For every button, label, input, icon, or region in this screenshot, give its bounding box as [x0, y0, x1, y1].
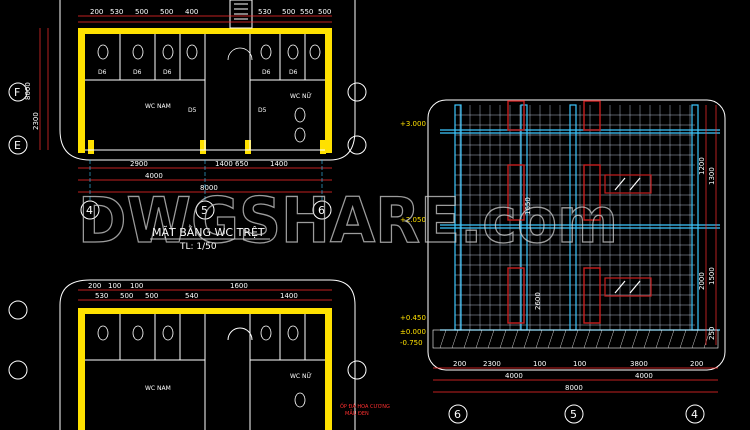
- material-note: ỐP ĐÁ HOA CƯƠNG: [340, 402, 390, 410]
- stall-tag: D6: [163, 69, 172, 76]
- svg-text:-0.750: -0.750: [400, 339, 423, 347]
- grid-label: 5: [570, 408, 577, 421]
- grid-bubbles-top: 4 5 6 F E: [8, 82, 367, 220]
- stall-tag: D6: [133, 69, 142, 76]
- plan-scale: TL: 1/50: [179, 242, 217, 252]
- plan-title: MẶT BẰNG WC TRỆT: [152, 225, 265, 239]
- svg-text:500: 500: [282, 8, 295, 16]
- svg-text:+0.450: +0.450: [400, 314, 426, 322]
- stall-tag: D6: [98, 69, 107, 76]
- svg-text:500: 500: [145, 292, 158, 300]
- svg-text:650: 650: [235, 160, 248, 168]
- bottom-dims: 2900 4000 1400 650 1400 8000: [130, 160, 288, 192]
- watermark: DWGSHARE.com: [78, 184, 618, 257]
- stall-tag: D5: [188, 107, 197, 114]
- wall-left: [78, 28, 85, 153]
- room-label-wc-nam: WC NAM: [145, 385, 171, 392]
- svg-text:±0.000: ±0.000: [400, 328, 426, 336]
- svg-text:4000: 4000: [145, 172, 163, 180]
- stall-tag: D5: [258, 107, 267, 114]
- svg-text:1500: 1500: [708, 267, 716, 285]
- svg-text:3800: 3800: [630, 360, 648, 368]
- svg-text:100: 100: [130, 282, 143, 290]
- svg-text:1200: 1200: [698, 157, 706, 175]
- svg-text:100: 100: [573, 360, 586, 368]
- tile-grid: [455, 105, 695, 330]
- svg-text:4000: 4000: [635, 372, 653, 380]
- svg-text:1400: 1400: [215, 160, 233, 168]
- svg-text:100: 100: [108, 282, 121, 290]
- total-dim: 8000: [200, 184, 218, 192]
- material-note: MẪU ĐEN: [345, 409, 369, 417]
- svg-text:2300: 2300: [483, 360, 501, 368]
- svg-text:1650: 1650: [524, 197, 532, 215]
- grid-label: 6: [454, 408, 461, 421]
- top-floor-plan: D6 D6 D6 D6 D6 D5 D5 WC NAM WC NỮ 200 53…: [8, 0, 367, 252]
- bottom-floor-plan: 200 100 100 1600 530 500 500 540 1400 WC…: [8, 279, 390, 430]
- elevation-bottom-dims: 200 2300 100 100 3800 200 4000 4000 8000: [453, 360, 703, 392]
- svg-text:2600: 2600: [534, 292, 542, 310]
- wall-right: [325, 28, 332, 153]
- svg-text:200: 200: [90, 8, 103, 16]
- svg-text:500: 500: [120, 292, 133, 300]
- svg-text:500: 500: [160, 8, 173, 16]
- stall-tag: D6: [289, 69, 298, 76]
- stall-tags: D6 D6 D6 D6 D6 D5 D5: [98, 69, 298, 114]
- toilet-fixtures: [97, 44, 321, 143]
- top-dims: 200 530 500 500 400 530 500 550 500: [90, 8, 331, 16]
- grid-label: 4: [86, 204, 93, 217]
- svg-text:1400: 1400: [280, 292, 298, 300]
- svg-text:400: 400: [185, 8, 198, 16]
- svg-text:+3.000: +3.000: [400, 120, 426, 128]
- mirrors: [604, 174, 652, 297]
- doors: [507, 100, 601, 324]
- svg-text:250: 250: [708, 327, 716, 340]
- svg-text:540: 540: [185, 292, 198, 300]
- wall-top: [78, 28, 332, 34]
- wc-elevation: +3.000 +2.050 +0.450 ±0.000 -0.750 1200 …: [400, 99, 726, 424]
- svg-text:+2.050: +2.050: [400, 216, 426, 224]
- svg-text:1300: 1300: [708, 167, 716, 185]
- svg-text:2900: 2900: [130, 160, 148, 168]
- svg-text:200: 200: [88, 282, 101, 290]
- stall-tag: D6: [262, 69, 271, 76]
- svg-text:4000: 4000: [505, 372, 523, 380]
- svg-text:8000: 8000: [24, 82, 32, 100]
- svg-text:500: 500: [318, 8, 331, 16]
- grid-label: 4: [691, 408, 698, 421]
- svg-text:500: 500: [135, 8, 148, 16]
- grid-label: 6: [318, 204, 325, 217]
- bottom-plan-top-dims: 200 100 100 1600 530 500 500 540 1400: [88, 282, 298, 300]
- level-marks: +3.000 +2.050 +0.450 ±0.000 -0.750: [400, 120, 426, 347]
- grid-label: E: [14, 139, 21, 152]
- svg-text:550: 550: [300, 8, 313, 16]
- room-label-wc-nu: WC NỮ: [290, 93, 312, 100]
- svg-text:100: 100: [533, 360, 546, 368]
- svg-text:2300: 2300: [32, 112, 40, 130]
- svg-text:530: 530: [95, 292, 108, 300]
- grid-bubbles-elevation: 6 5 4: [448, 404, 705, 424]
- room-label-wc-nu: WC NỮ: [290, 373, 312, 380]
- svg-text:530: 530: [110, 8, 123, 16]
- grid-label: F: [14, 86, 20, 99]
- svg-text:1400: 1400: [270, 160, 288, 168]
- elevation-total-dim: 8000: [565, 384, 583, 392]
- svg-text:2000: 2000: [698, 272, 706, 290]
- grid-label: 5: [201, 204, 208, 217]
- svg-text:1600: 1600: [230, 282, 248, 290]
- svg-text:200: 200: [453, 360, 466, 368]
- svg-text:200: 200: [690, 360, 703, 368]
- room-label-wc-nam: WC NAM: [145, 103, 171, 110]
- svg-text:530: 530: [258, 8, 271, 16]
- right-dims: 1200 1300 2000 1500 250: [698, 157, 716, 340]
